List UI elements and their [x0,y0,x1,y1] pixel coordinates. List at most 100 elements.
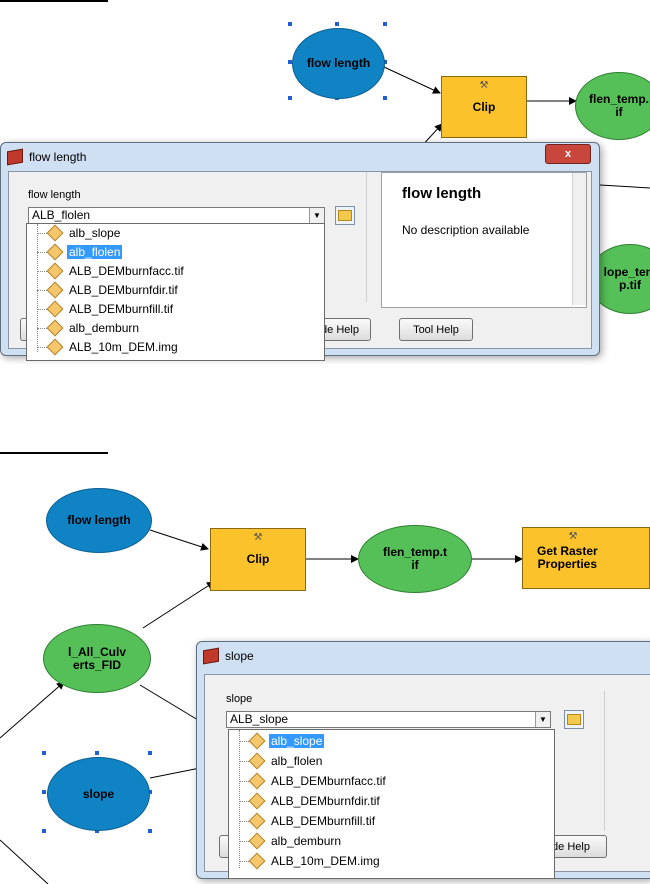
selection-handle[interactable] [148,790,152,794]
node-clip-tool[interactable]: ⚒ Clip [210,528,306,591]
dropdown-item[interactable]: alb_slope [27,224,122,242]
raster-dataset-icon [248,772,266,790]
raster-dataset-icon [248,812,266,830]
tool-help-button[interactable]: Tool Help [399,318,473,341]
selection-handle[interactable] [42,790,46,794]
dropdown-item[interactable]: ALB_DEMburnfacc.tif [229,772,388,790]
button-label: de Help [321,323,359,336]
param-label: flow length [28,189,81,201]
dropdown-item-label: ALB_DEMburnfill.tif [69,302,174,316]
selection-handle[interactable] [335,22,339,26]
node-flen-temp[interactable]: flen_temp. if [575,72,650,140]
raster-dataset-icon [248,792,266,810]
param-label: slope [226,693,253,705]
connector-line [142,581,215,629]
dropdown-item[interactable]: ALB_DEMburnfdir.tif [27,281,180,299]
close-button[interactable]: x [545,144,591,164]
connector-line [149,529,209,551]
dialog-titlebar[interactable]: slope [197,642,650,670]
dropdown-item-label: alb_slope [69,226,121,240]
dropdown-item[interactable]: ALB_10m_DEM.img [229,852,382,870]
tree-branch [239,740,249,742]
tree-branch [239,840,249,842]
dropdown-item[interactable]: ALB_DEMburnfdir.tif [229,792,382,810]
node-label: Clip [246,552,270,566]
node-flen-temp[interactable]: flen_temp.t if [358,525,472,593]
dropdown-item-label: alb_slope [269,734,325,748]
tree-branch [239,800,249,802]
chevron-down-icon[interactable]: ▼ [535,712,550,727]
help-description: No description available [402,223,530,237]
dropdown-item-label: ALB_DEMburnfdir.tif [69,283,178,297]
button-label: Tool Help [413,323,459,336]
hammer-icon: ⚒ [253,532,263,543]
chevron-down-icon[interactable]: ▼ [309,208,324,223]
node-flow-length[interactable]: flow length [292,28,385,99]
dropdown-item[interactable]: alb_flolen [27,243,123,261]
selection-handle[interactable] [383,22,387,26]
dropdown-item-label: alb_demburn [69,321,140,335]
node-label: lope_tem p.tif [603,265,650,292]
node-culverts-fid[interactable]: l_All_Culv erts_FID [43,624,151,693]
selection-handle[interactable] [95,751,99,755]
selection-handle[interactable] [95,829,99,833]
dropdown-item[interactable]: ALB_DEMburnfill.tif [27,300,175,318]
param-combo[interactable]: ALB_flolen ▼ [28,207,325,224]
selection-handle[interactable] [148,751,152,755]
tree-branch [239,820,249,822]
connector-line [0,839,49,884]
help-scrollbar[interactable] [572,173,586,305]
node-get-raster-properties[interactable]: ⚒ Get Raster Properties [522,527,650,589]
dropdown-item[interactable]: alb_demburn [27,319,141,337]
selection-handle[interactable] [42,829,46,833]
connector-line [0,681,65,739]
browse-folder-button[interactable] [335,206,355,225]
raster-dataset-icon [46,338,64,356]
dropdown-item[interactable]: ALB_10m_DEM.img [27,338,180,356]
form-scrollbar[interactable] [366,172,380,302]
folder-icon [338,210,352,221]
connector-line [139,684,199,721]
help-title: flow length [402,185,482,202]
selection-handle[interactable] [383,96,387,100]
section-divider-top [0,0,108,2]
selection-handle[interactable] [148,829,152,833]
node-label: Clip [472,99,496,114]
form-scrollbar[interactable] [604,691,618,831]
tree-branch [37,251,47,253]
node-label: slope [82,786,115,801]
combo-value: ALB_slope [230,712,289,726]
help-panel: flow length No description available [381,172,587,308]
dropdown-item[interactable]: ALB_DEMburnfacc.tif [27,262,186,280]
dialog-titlebar[interactable]: flow length [1,143,599,171]
selection-handle[interactable] [288,96,292,100]
dropdown-item-label: ALB_DEMburnfill.tif [271,814,376,828]
node-slope[interactable]: slope [47,757,150,831]
dropdown-item-label: alb_flolen [67,245,123,259]
raster-dataset-icon [248,732,266,750]
node-flow-length[interactable]: flow length [46,488,152,553]
tree-branch [37,289,47,291]
dropdown-item-label: ALB_10m_DEM.img [271,854,380,868]
dropdown-item[interactable]: alb_demburn [229,832,343,850]
selection-handle[interactable] [288,60,292,64]
raster-dataset-icon [46,281,64,299]
selection-handle[interactable] [383,60,387,64]
dropdown-item[interactable]: alb_flolen [229,752,324,770]
tree-branch [239,760,249,762]
node-clip-tool[interactable]: ⚒ Clip [441,76,527,138]
raster-dataset-icon [248,752,266,770]
dropdown-item[interactable]: ALB_DEMburnfill.tif [229,812,377,830]
dropdown-item-label: ALB_10m_DEM.img [69,340,178,354]
param-combo[interactable]: ALB_slope ▼ [226,711,551,728]
dropdown-item[interactable]: alb_slope [229,732,325,750]
connector-line [599,184,650,189]
selection-handle[interactable] [288,22,292,26]
toolbox-icon [203,647,219,665]
selection-handle[interactable] [42,751,46,755]
browse-folder-button[interactable] [564,710,584,729]
connector-line [383,66,441,94]
dropdown-item-label: ALB_DEMburnfacc.tif [69,264,184,278]
